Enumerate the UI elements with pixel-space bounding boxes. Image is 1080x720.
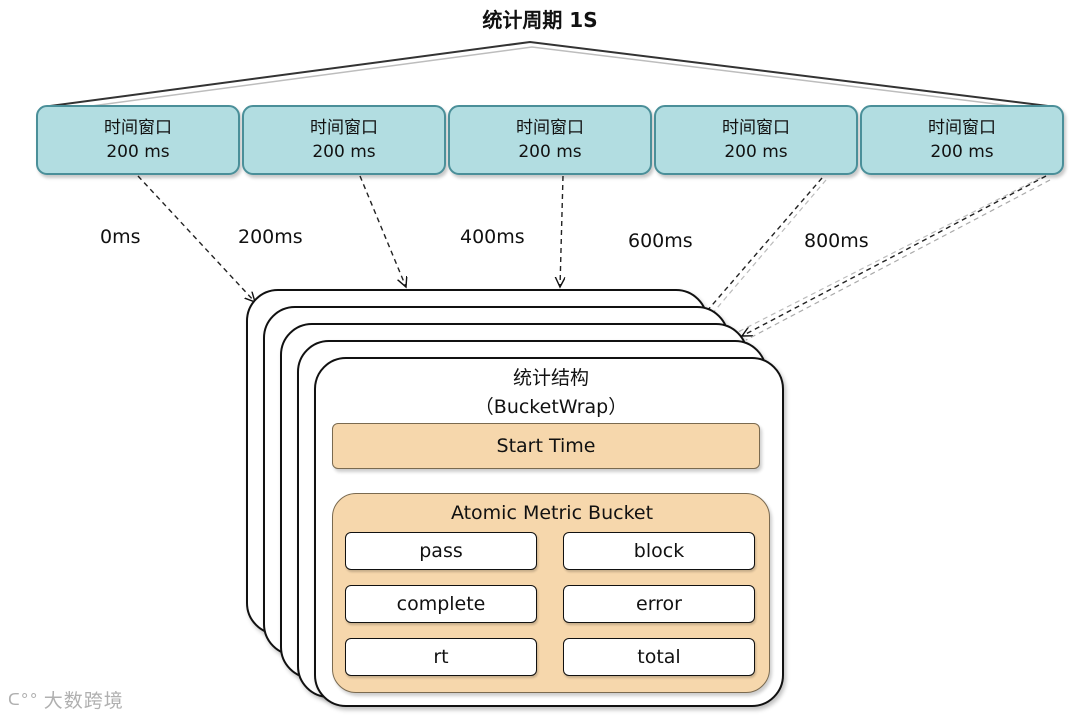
time-window-label: 时间窗口 bbox=[310, 118, 378, 138]
start-time-field: Start Time bbox=[332, 423, 760, 469]
arrow-window-4 bbox=[706, 177, 823, 312]
watermark: ᑕ°° 大数跨境 bbox=[8, 686, 124, 713]
bucket-wrap-card: 统计结构 （BucketWrap） Start Time Atomic Metr… bbox=[314, 357, 784, 707]
metric-pass: pass bbox=[345, 532, 537, 570]
time-window-4: 时间窗口 200 ms bbox=[654, 105, 858, 175]
time-label-0ms: 0ms bbox=[100, 226, 141, 248]
arrow-window-5-shadow-a bbox=[745, 179, 1051, 341]
arrow-window-1 bbox=[137, 175, 255, 302]
time-label-600ms: 600ms bbox=[628, 230, 693, 252]
arrow-window-3 bbox=[560, 175, 563, 287]
time-window-duration: 200 ms bbox=[518, 142, 582, 162]
time-window-label: 时间窗口 bbox=[928, 118, 996, 138]
bucket-wrap-subtitle: （BucketWrap） bbox=[474, 396, 628, 418]
time-window-duration: 200 ms bbox=[724, 142, 788, 162]
window-to-bucket-arrows bbox=[137, 175, 1051, 341]
time-window-duration: 200 ms bbox=[106, 142, 170, 162]
time-window-duration: 200 ms bbox=[930, 142, 994, 162]
watermark-text: 大数跨境 bbox=[43, 690, 124, 712]
time-label-800ms: 800ms bbox=[804, 230, 869, 252]
arrow-window-2 bbox=[359, 175, 406, 287]
cycle-title: 统计周期 1S bbox=[482, 8, 598, 32]
time-window-3: 时间窗口 200 ms bbox=[448, 105, 652, 175]
atomic-metric-bucket-title: Atomic Metric Bucket bbox=[450, 502, 654, 524]
metric-total: total bbox=[563, 638, 755, 676]
time-label-400ms: 400ms bbox=[460, 226, 525, 248]
time-window-duration: 200 ms bbox=[312, 142, 376, 162]
metric-rt: rt bbox=[345, 638, 537, 676]
metric-block: block bbox=[563, 532, 755, 570]
cycle-span-bracket bbox=[49, 40, 1049, 112]
time-label-200ms: 200ms bbox=[238, 226, 303, 248]
bucket-wrap-heading: 统计结构 （BucketWrap） bbox=[316, 364, 786, 422]
arrow-window-4-shadow bbox=[711, 179, 827, 315]
metric-complete: complete bbox=[345, 585, 537, 623]
time-window-5: 时间窗口 200 ms bbox=[860, 105, 1064, 175]
bucket-wrap-title: 统计结构 bbox=[512, 367, 589, 389]
time-window-label: 时间窗口 bbox=[722, 118, 790, 138]
arrow-window-5 bbox=[742, 175, 1047, 336]
time-window-2: 时间窗口 200 ms bbox=[242, 105, 446, 175]
time-window-label: 时间窗口 bbox=[104, 118, 172, 138]
watermark-logo-icon: ᑕ°° bbox=[8, 690, 39, 709]
metric-error: error bbox=[563, 585, 755, 623]
atomic-metric-bucket: Atomic Metric Bucket pass block complete… bbox=[332, 493, 770, 693]
time-window-label: 时间窗口 bbox=[516, 118, 584, 138]
arrow-window-5-shadow-b bbox=[737, 177, 1041, 333]
time-window-1: 时间窗口 200 ms bbox=[36, 105, 240, 175]
